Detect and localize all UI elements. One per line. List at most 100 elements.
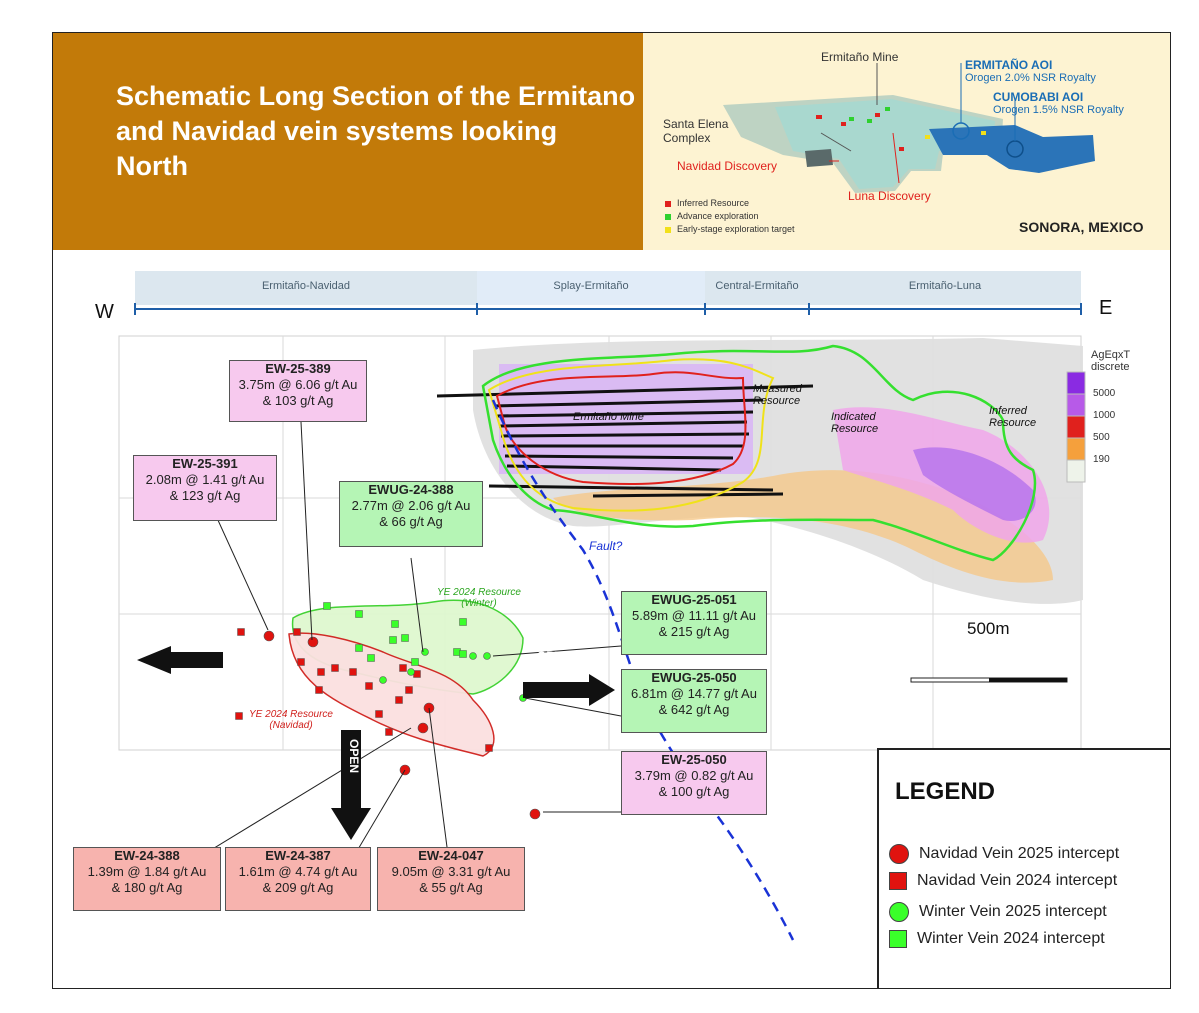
- zone-label: Central-Ermitaño: [715, 280, 799, 292]
- callout-box: EW-25-050 3.79m @ 0.82 g/t Au & 100 g/t …: [621, 751, 767, 815]
- inset-leader: [820, 132, 852, 152]
- inset-key-item: Inferred Resource: [665, 197, 795, 210]
- navidad-2024-marker: [293, 628, 301, 636]
- winter-2024-marker: [355, 644, 363, 652]
- colorbar-swatch: [1066, 459, 1086, 483]
- colorbar-swatch: [1066, 371, 1086, 395]
- location-inset: Ermitaño Mine ERMITAÑO AOI Orogen 2.0% N…: [643, 33, 1170, 250]
- mine-workings: [436, 364, 814, 498]
- colorbar-level-label: 190: [1093, 454, 1110, 465]
- callout-box: EW-24-047 9.05m @ 3.31 g/t Au & 55 g/t A…: [377, 847, 525, 911]
- inset-cumobabi-royalty: Orogen 1.5% NSR Royalty: [993, 104, 1124, 116]
- figure-frame: Schematic Long Section of the Ermitano a…: [52, 32, 1171, 989]
- open-arrow-east: [523, 674, 615, 706]
- colorbar-swatch: [1066, 393, 1086, 417]
- callout-hole-id: EW-25-389: [265, 361, 331, 376]
- inset-ermitano-aoi-label: ERMITAÑO AOI: [965, 58, 1053, 72]
- callout-line-1: 6.81m @ 14.77 g/t Au: [631, 686, 757, 701]
- winter-2025-marker: [407, 668, 415, 676]
- colorbar-level-label: 5000: [1093, 388, 1116, 399]
- callout-line-2: & 180 g/t Ag: [111, 880, 183, 895]
- inset-marker-red: [841, 122, 846, 126]
- winter-2025-marker: [379, 676, 387, 684]
- callout-line-2: & 642 g/t Ag: [658, 702, 730, 717]
- inset-marker-red: [899, 147, 904, 151]
- callout-hole-id: EW-24-047: [418, 848, 484, 863]
- zone-label: Ermitaño-Navidad: [261, 280, 351, 292]
- callout-line-1: 9.05m @ 3.31 g/t Au: [391, 864, 511, 879]
- legend-item-label: Winter Vein 2025 intercept: [919, 903, 1107, 920]
- legend-item: Winter Vein 2025 intercept: [889, 902, 1107, 924]
- navidad-2024-marker: [385, 728, 393, 736]
- inset-luna-label: Luna Discovery: [848, 189, 931, 203]
- inset-marker-yellow: [925, 135, 930, 139]
- callout-line-1: 5.89m @ 11.11 g/t Au: [631, 608, 756, 623]
- navidad-2024-marker: [235, 712, 243, 720]
- navidad-2025-marker: [263, 630, 275, 642]
- open-arrow-west: [137, 646, 223, 674]
- winter-2024-marker: [411, 658, 419, 666]
- red-circle-icon: [889, 844, 909, 864]
- inset-key-swatch: [665, 226, 671, 233]
- inset-location-label: SONORA, MEXICO: [1019, 219, 1144, 235]
- callout-hole-id: EW-25-391: [172, 456, 238, 471]
- winter-2024-marker: [391, 620, 399, 628]
- navidad-resource-label: YE 2024 Resource (Navidad): [249, 709, 333, 731]
- navidad-2024-marker: [349, 668, 357, 676]
- inset-cumobabi-block: [929, 125, 1095, 173]
- navidad-2024-marker: [315, 686, 323, 694]
- red-square-icon: [889, 872, 907, 890]
- navidad-2024-marker: [331, 664, 339, 672]
- navidad-2024-marker: [317, 668, 325, 676]
- callout-line-2: & 123 g/t Ag: [169, 488, 241, 503]
- inset-ermitano-mine-label: Ermitaño Mine: [821, 50, 899, 64]
- inset-cumobabi-aoi-label: CUMOBABI AOI: [993, 90, 1084, 104]
- colorbar-swatch: [1066, 415, 1086, 439]
- legend: LEGEND Navidad Vein 2025 intercept Navid…: [877, 748, 1170, 988]
- callout-hole-id: EWUG-24-388: [368, 482, 454, 497]
- resource-1000-zone: [913, 447, 1036, 521]
- navidad-resource-zone: [288, 632, 495, 757]
- open-label-east: OPEN: [537, 649, 572, 663]
- intercept-markers: [235, 602, 541, 820]
- callout-line-1: 1.61m @ 4.74 g/t Au: [238, 864, 358, 879]
- open-arrow-south: [331, 730, 371, 840]
- callout-box: EW-25-391 2.08m @ 1.41 g/t Au & 123 g/t …: [133, 455, 277, 521]
- mine-resource-outline: [495, 371, 747, 486]
- colorbar-title: AgEqxT discrete: [1091, 349, 1130, 373]
- inferred-label: Inferred Resource: [989, 405, 1037, 429]
- navidad-2025-marker: [417, 722, 429, 734]
- callout-box: EWUG-25-050 6.81m @ 14.77 g/t Au & 642 g…: [621, 669, 767, 733]
- callout-line-2: & 103 g/t Ag: [262, 393, 334, 408]
- winter-2024-marker: [401, 634, 409, 642]
- inset-marker-red: [816, 115, 822, 119]
- fault-label: Fault?: [589, 539, 623, 553]
- inset-map-drawing: [723, 63, 1095, 193]
- legend-item: Navidad Vein 2025 intercept: [889, 844, 1119, 866]
- callout-hole-id: EW-24-388: [114, 848, 180, 863]
- navidad-2024-marker: [405, 686, 413, 694]
- open-label-west: OPEN: [147, 633, 182, 647]
- measured-label: Measured Resource: [753, 383, 802, 407]
- inset-marker-green: [867, 119, 872, 123]
- navidad-2025-marker: [307, 636, 319, 648]
- navidad-2025-marker: [529, 808, 541, 820]
- measured-outline: [487, 358, 775, 512]
- inset-key-swatch: [665, 213, 671, 220]
- inset-marker-green: [885, 107, 890, 111]
- navidad-2024-marker: [395, 696, 403, 704]
- callout-line-1: 3.75m @ 6.06 g/t Au: [238, 377, 358, 392]
- inset-marker-green: [849, 117, 854, 121]
- legend-item-label: Navidad Vein 2025 intercept: [919, 845, 1120, 862]
- inset-navidad-label: Navidad Discovery: [677, 159, 778, 173]
- winter-2024-marker: [367, 654, 375, 662]
- colorbar-level-label: 1000: [1093, 410, 1116, 421]
- compass-west: W: [95, 301, 114, 323]
- callout-hole-id: EW-24-387: [265, 848, 331, 863]
- inset-key-label: Early-stage exploration target: [677, 224, 795, 235]
- inset-key-label: Advance exploration: [677, 211, 759, 222]
- callout-box: EWUG-24-388 2.77m @ 2.06 g/t Au & 66 g/t…: [339, 481, 483, 547]
- navidad-2024-marker: [485, 744, 493, 752]
- scale-bar-fill: [989, 678, 1067, 682]
